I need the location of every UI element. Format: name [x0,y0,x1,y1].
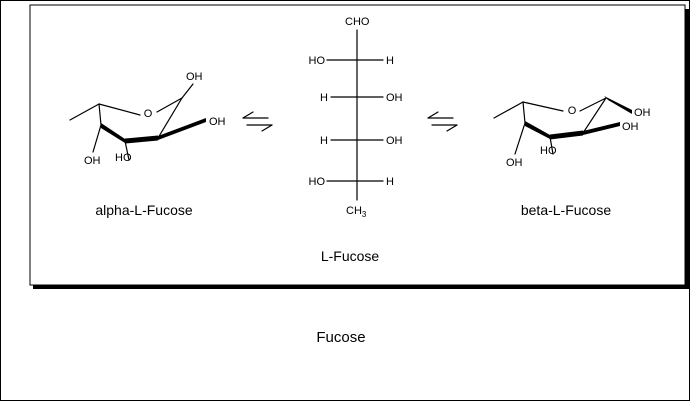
beta-l-fucose: O OH OH HO OH beta-L-Fucose [493,96,651,218]
alpha-l-fucose: O OH OH HO OH alpha-L-Fucose [69,71,226,218]
bold-bond [583,122,620,135]
row4-left: HO [309,176,326,188]
l-fucose-name: L-Fucose [321,248,380,264]
row1-left: HO [309,55,326,67]
bold-bond [125,135,158,144]
equilibrium-arrow [427,111,458,132]
bold-bond [158,118,206,140]
equilibrium-arrow [242,111,273,132]
figure-caption: Fucose [316,329,365,346]
row2-left: H [320,92,328,104]
methyl-group: CH3 [346,205,367,219]
bold-bond [525,121,550,139]
bold-bond [604,96,632,114]
c1-hydroxyl-label: OH [634,107,651,119]
c3-hydroxyl-label: HO [115,152,132,164]
row3-right: OH [386,135,403,147]
c2-hydroxyl-label: OH [209,116,226,128]
c1-hydroxyl-label: OH [186,71,203,83]
bold-bond [101,123,125,143]
row3-left: H [320,135,328,147]
row2-right: OH [386,92,403,104]
ring-oxygen-label: O [144,108,153,120]
c2-hydroxyl-label: OH [622,121,639,133]
ring-oxygen-label: O [568,105,577,117]
row4-right: H [386,176,394,188]
l-fucose-fischer: CHO HO H H OH H OH HO H CH3 L-Fucose [309,16,403,264]
beta-fucose-name: beta-L-Fucose [521,202,611,218]
alpha-fucose-name: alpha-L-Fucose [95,202,192,218]
c4-hydroxyl-label: OH [84,155,101,167]
c4-hydroxyl-label: OH [506,157,523,169]
c3-hydroxyl-label: HO [540,145,557,157]
bold-bond [550,130,583,140]
aldehyde-group: CHO [345,16,370,28]
row1-right: H [386,55,394,67]
